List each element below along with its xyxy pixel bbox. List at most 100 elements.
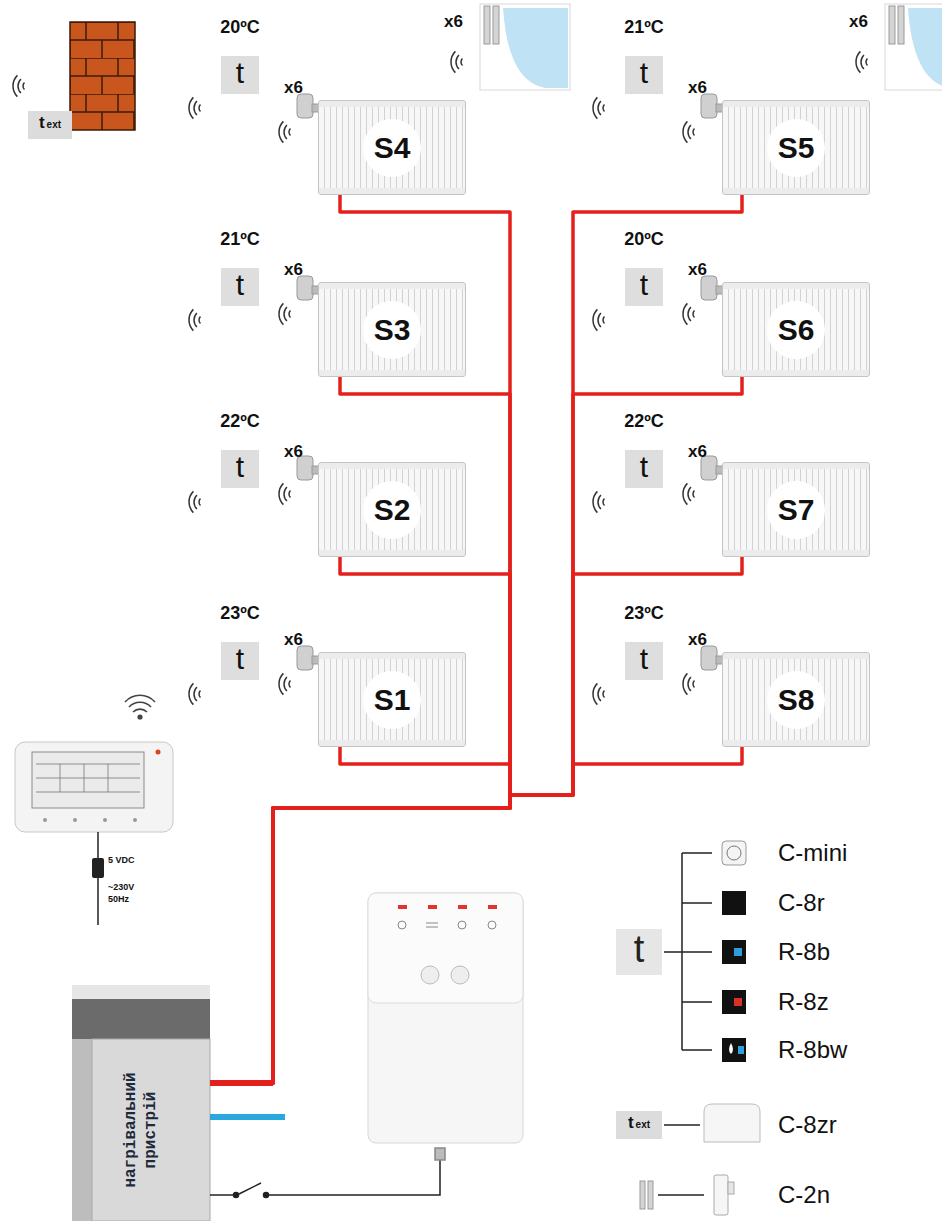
temperature-setpoint: 21ºC — [624, 16, 664, 38]
thermostatic-head — [701, 646, 717, 670]
thermostat-symbol: t — [625, 56, 663, 94]
wifi-icon — [133, 709, 147, 712]
thermostat-symbol: t — [625, 268, 663, 306]
quantity-label: x6 — [284, 442, 303, 462]
signal-waves — [603, 104, 604, 111]
device-label: нагрівальний пристрій — [121, 1061, 161, 1199]
window — [889, 6, 895, 44]
legend-icons — [714, 1175, 728, 1215]
supply-pipe — [210, 557, 510, 1083]
relay-module — [368, 893, 523, 1143]
quantity-label: x6 — [688, 442, 707, 462]
supply-pipe — [210, 377, 742, 1083]
relay-module — [398, 905, 407, 909]
heating-device — [72, 1039, 92, 1221]
switch-wire — [435, 1148, 445, 1160]
thermostatic-head — [297, 94, 313, 118]
sensor-symbol: t — [628, 1113, 634, 1133]
heating-device — [72, 985, 210, 1221]
signal-waves — [199, 498, 200, 505]
heating-device — [72, 999, 210, 1039]
legend-icons — [728, 1182, 734, 1194]
signal-waves — [688, 677, 691, 691]
window — [484, 6, 490, 44]
brick-wall — [70, 22, 135, 130]
brick-wall — [70, 22, 135, 130]
signal-waves — [284, 677, 287, 691]
brick-wall — [70, 22, 135, 130]
relay-module — [426, 923, 438, 927]
controller-device — [43, 818, 47, 822]
wifi-icon — [129, 702, 151, 707]
temperature-setpoint: 20ºC — [220, 16, 260, 38]
signal-waves — [284, 125, 287, 139]
window — [480, 4, 570, 90]
signal-waves — [189, 309, 193, 330]
signal-waves — [18, 79, 21, 93]
radiator-label: S4 — [363, 119, 421, 177]
wifi-icon — [138, 715, 142, 719]
legend-icons — [727, 846, 741, 860]
window — [898, 6, 904, 44]
radiator-label: S7 — [767, 481, 825, 539]
sensor-box: text — [28, 111, 72, 139]
power-cable — [92, 858, 104, 878]
signal-waves — [461, 58, 462, 65]
pipe-outlet — [210, 1080, 273, 1086]
thermostat-symbol: t — [221, 450, 259, 488]
wifi-icon — [125, 695, 155, 719]
radiator: S8 — [722, 652, 870, 747]
legend-icons — [722, 990, 746, 1014]
room-thermostat: 23ºC t — [208, 602, 272, 680]
signal-waves — [289, 310, 290, 317]
signal-waves — [603, 498, 604, 505]
radiator-label: S8 — [767, 671, 825, 729]
signal-waves — [593, 683, 597, 704]
sensor-box: t — [616, 929, 662, 975]
thermostatic-head — [297, 276, 313, 300]
window — [503, 8, 568, 88]
signal-waves — [683, 303, 687, 324]
radiator: S3 — [318, 282, 466, 377]
signal-waves — [189, 97, 193, 118]
signal-waves — [194, 101, 197, 115]
radiator: S2 — [318, 462, 466, 557]
signal-waves — [598, 101, 601, 115]
heating-device — [72, 985, 210, 1221]
thermostat-symbol: t — [221, 642, 259, 680]
quantity-label: x6 — [444, 12, 463, 32]
window — [493, 6, 499, 44]
product-name: R-8bw — [778, 1036, 847, 1064]
power-label: 50Hz — [108, 894, 129, 904]
signal-waves — [603, 316, 604, 323]
supply-pipe — [210, 195, 742, 1083]
legend-icons — [734, 998, 742, 1006]
switch-wire — [210, 1148, 445, 1198]
radiator: S4 — [318, 100, 466, 195]
supply-pipe — [210, 747, 742, 1083]
signal-waves — [279, 303, 283, 324]
window — [480, 4, 570, 90]
switch-wire — [264, 1193, 269, 1198]
return-pipe — [210, 1117, 285, 1118]
pipe-outlet — [210, 1080, 273, 1086]
signal-waves — [688, 487, 691, 501]
heating-device — [92, 1039, 210, 1221]
temperature-setpoint: 23ºC — [220, 602, 260, 624]
thermostat-symbol: t — [221, 268, 259, 306]
signal-waves — [194, 687, 197, 701]
room-thermostat: 21ºCt — [208, 228, 272, 306]
radiator-label: S3 — [363, 301, 421, 359]
signal-waves — [866, 58, 867, 65]
power-label: ~230V — [108, 882, 134, 892]
legend-icons — [722, 940, 746, 964]
supply-pipe — [210, 377, 510, 1083]
room-thermostat: 21ºC t — [612, 16, 676, 94]
radiator-label: S1 — [363, 671, 421, 729]
room-thermostat: 20ºCt — [208, 16, 272, 94]
signal-waves — [683, 673, 687, 694]
quantity-label: x6 — [284, 78, 303, 98]
pipe-outlet — [210, 1080, 273, 1086]
signal-waves — [194, 313, 197, 327]
supply-pipe — [210, 747, 510, 1083]
